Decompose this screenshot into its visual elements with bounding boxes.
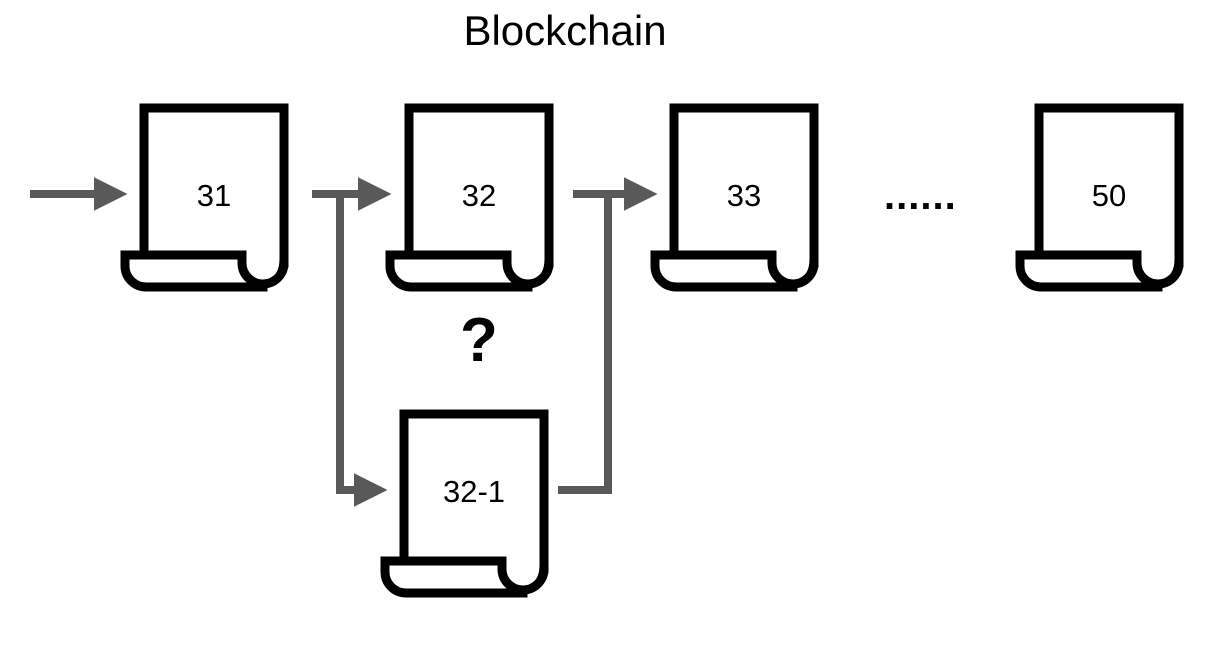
arrow-group <box>30 177 658 507</box>
fork-question-mark: ? <box>460 306 498 375</box>
block-50-body <box>1034 103 1184 268</box>
block-32[interactable] <box>385 103 554 292</box>
arrow-31-to-32-1 <box>336 194 388 507</box>
block-33[interactable] <box>650 103 819 292</box>
block-31-body <box>139 103 289 268</box>
arrow-32-1-to-33 <box>558 194 612 494</box>
block-31-scroll-curl <box>120 250 289 292</box>
block-50[interactable] <box>1015 103 1184 292</box>
block-32-body <box>404 103 554 268</box>
block-32-scroll-curl <box>385 250 554 292</box>
block-50-scroll-curl <box>1015 250 1184 292</box>
block-32-1-body <box>399 409 549 574</box>
block-33-body <box>669 103 819 268</box>
block-32-1[interactable] <box>380 409 549 598</box>
page-title: Blockchain <box>463 7 667 54</box>
block-31[interactable] <box>120 103 289 292</box>
block-33-scroll-curl <box>650 250 819 292</box>
chain-continuation-ellipsis: ...... <box>884 174 957 218</box>
block-32-1-scroll-curl <box>380 556 549 598</box>
